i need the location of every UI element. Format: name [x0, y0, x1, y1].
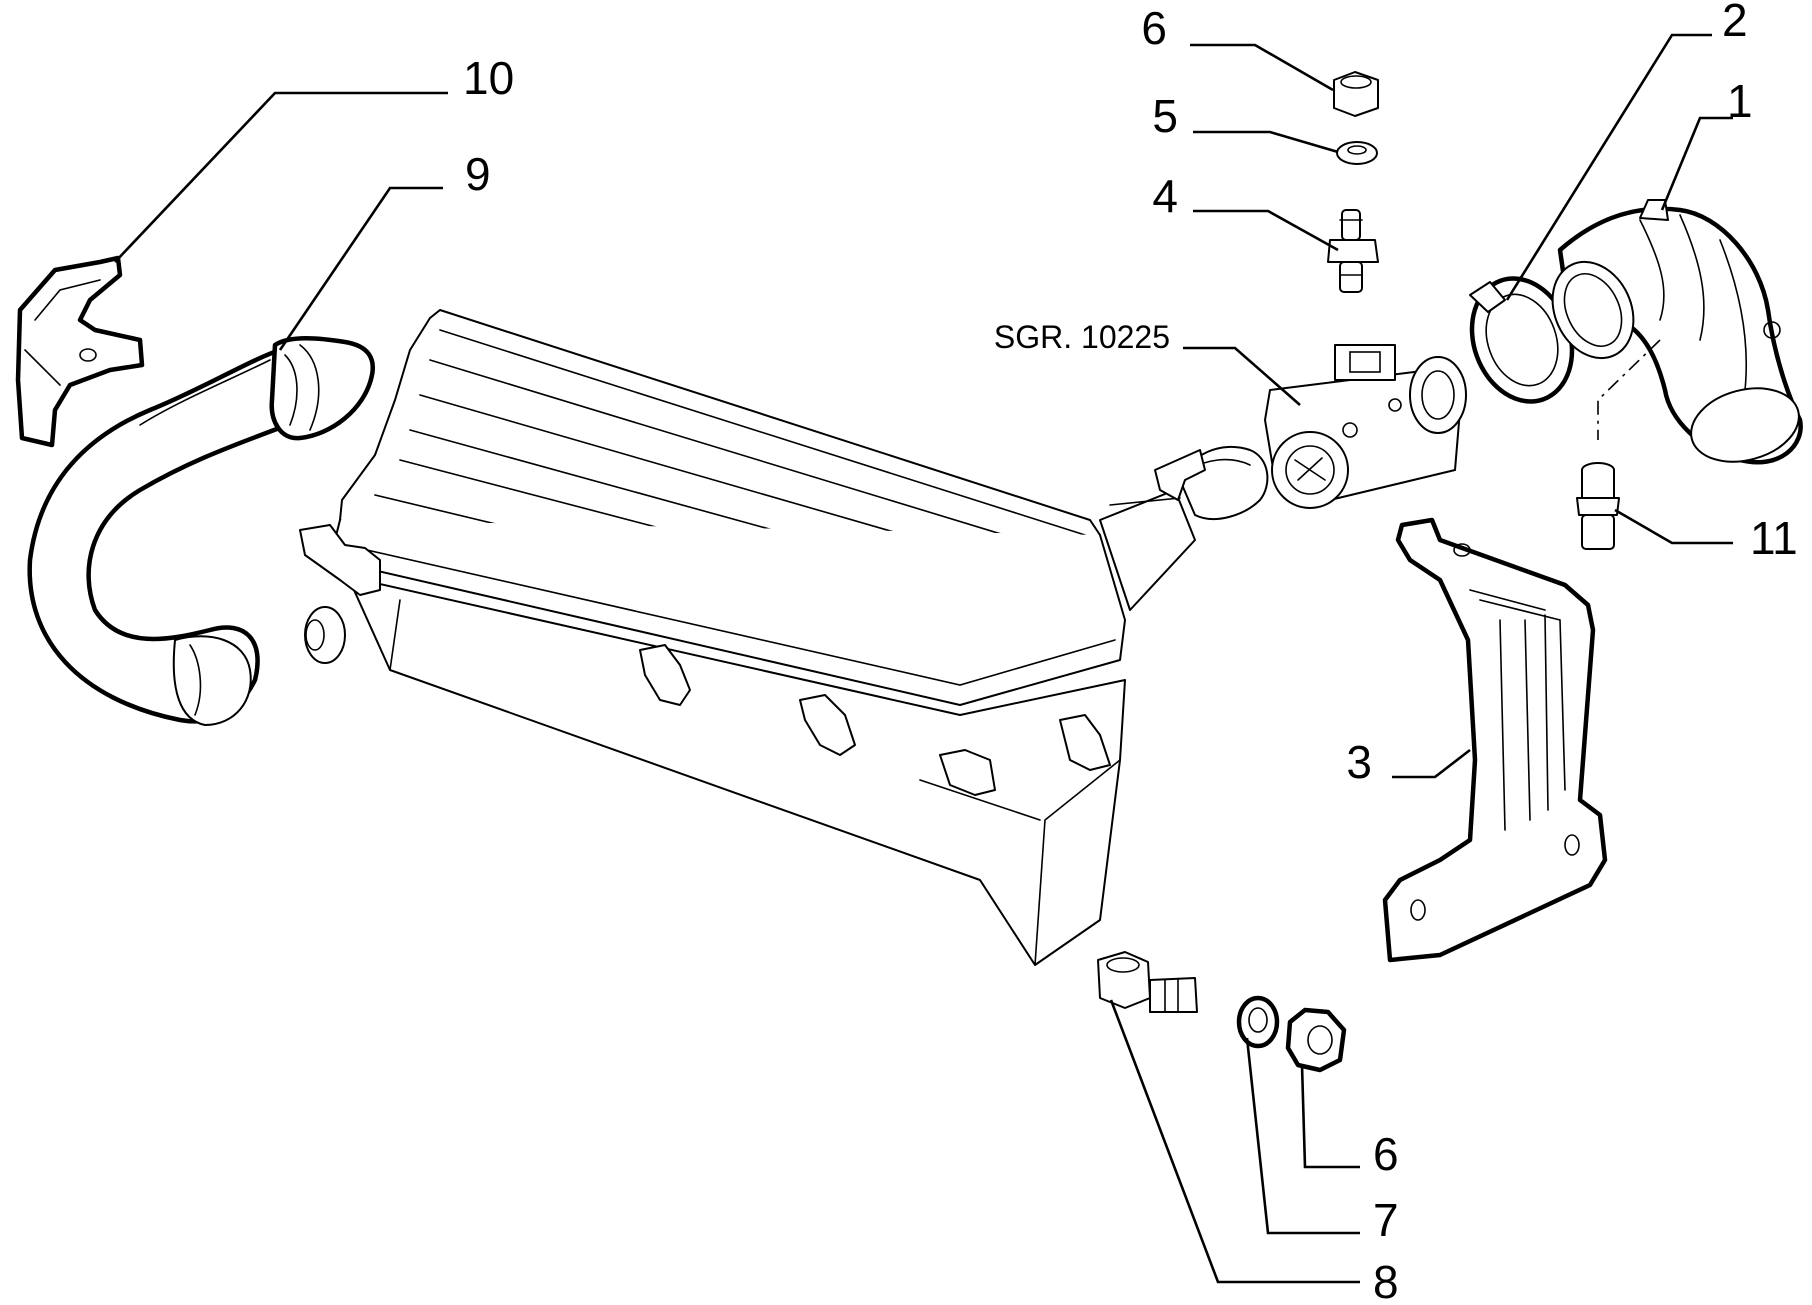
leader-6-top: [1190, 43, 1334, 92]
callout-4: 4: [1152, 170, 1178, 222]
elbow-hose-part-1: [1551, 199, 1803, 465]
leader-5: [1193, 130, 1339, 154]
callout-7: 7: [1373, 1194, 1399, 1246]
leader-2: [1505, 33, 1712, 301]
air-filter-housing: [299, 309, 1196, 966]
callout-8: 8: [1373, 1256, 1399, 1300]
leader-7: [1245, 1037, 1360, 1235]
leader-11: [1614, 508, 1733, 545]
leader-6-bottom: [1300, 1064, 1360, 1169]
callout-2: 2: [1722, 0, 1748, 46]
bracket-part-10: [15, 255, 145, 448]
support-bracket-part-3: [1382, 517, 1608, 963]
callout-11: 11: [1750, 512, 1798, 564]
leader-9: [278, 186, 443, 351]
bolt-part-8: [1097, 951, 1198, 1013]
clamp-part-2: [1469, 276, 1575, 404]
callout-9: 9: [465, 148, 491, 200]
callout-3: 3: [1346, 736, 1372, 788]
callout-5: 5: [1152, 90, 1178, 142]
leader-sgr: [1183, 346, 1301, 406]
nipple-part-4: [1327, 209, 1379, 293]
callout-6-bottom: 6: [1373, 1128, 1399, 1180]
leader-10: [114, 91, 448, 263]
leader-lines: [114, 33, 1733, 1284]
leader-8: [1109, 999, 1360, 1284]
air-flow-meter: [1154, 344, 1467, 520]
nut-part-6-top: [1333, 71, 1379, 117]
washer-part-5: [1336, 141, 1378, 165]
leader-3: [1392, 748, 1471, 779]
callout-1: 1: [1727, 75, 1753, 127]
callout-6-top: 6: [1141, 2, 1167, 54]
callout-reference-sgr: SGR. 10225: [994, 319, 1170, 355]
leader-1: [1660, 116, 1733, 211]
nut-part-6-bottom: [1285, 1007, 1347, 1073]
callout-labels: 10 9 6 5 4 SGR. 10225 2 1 11 3 6 7 8: [463, 0, 1798, 1305]
leader-4: [1193, 209, 1339, 252]
hose-part-9: [27, 336, 375, 726]
washer-part-7: [1236, 995, 1280, 1049]
callout-10: 10: [463, 52, 514, 104]
nipple-part-11: [1576, 462, 1620, 550]
